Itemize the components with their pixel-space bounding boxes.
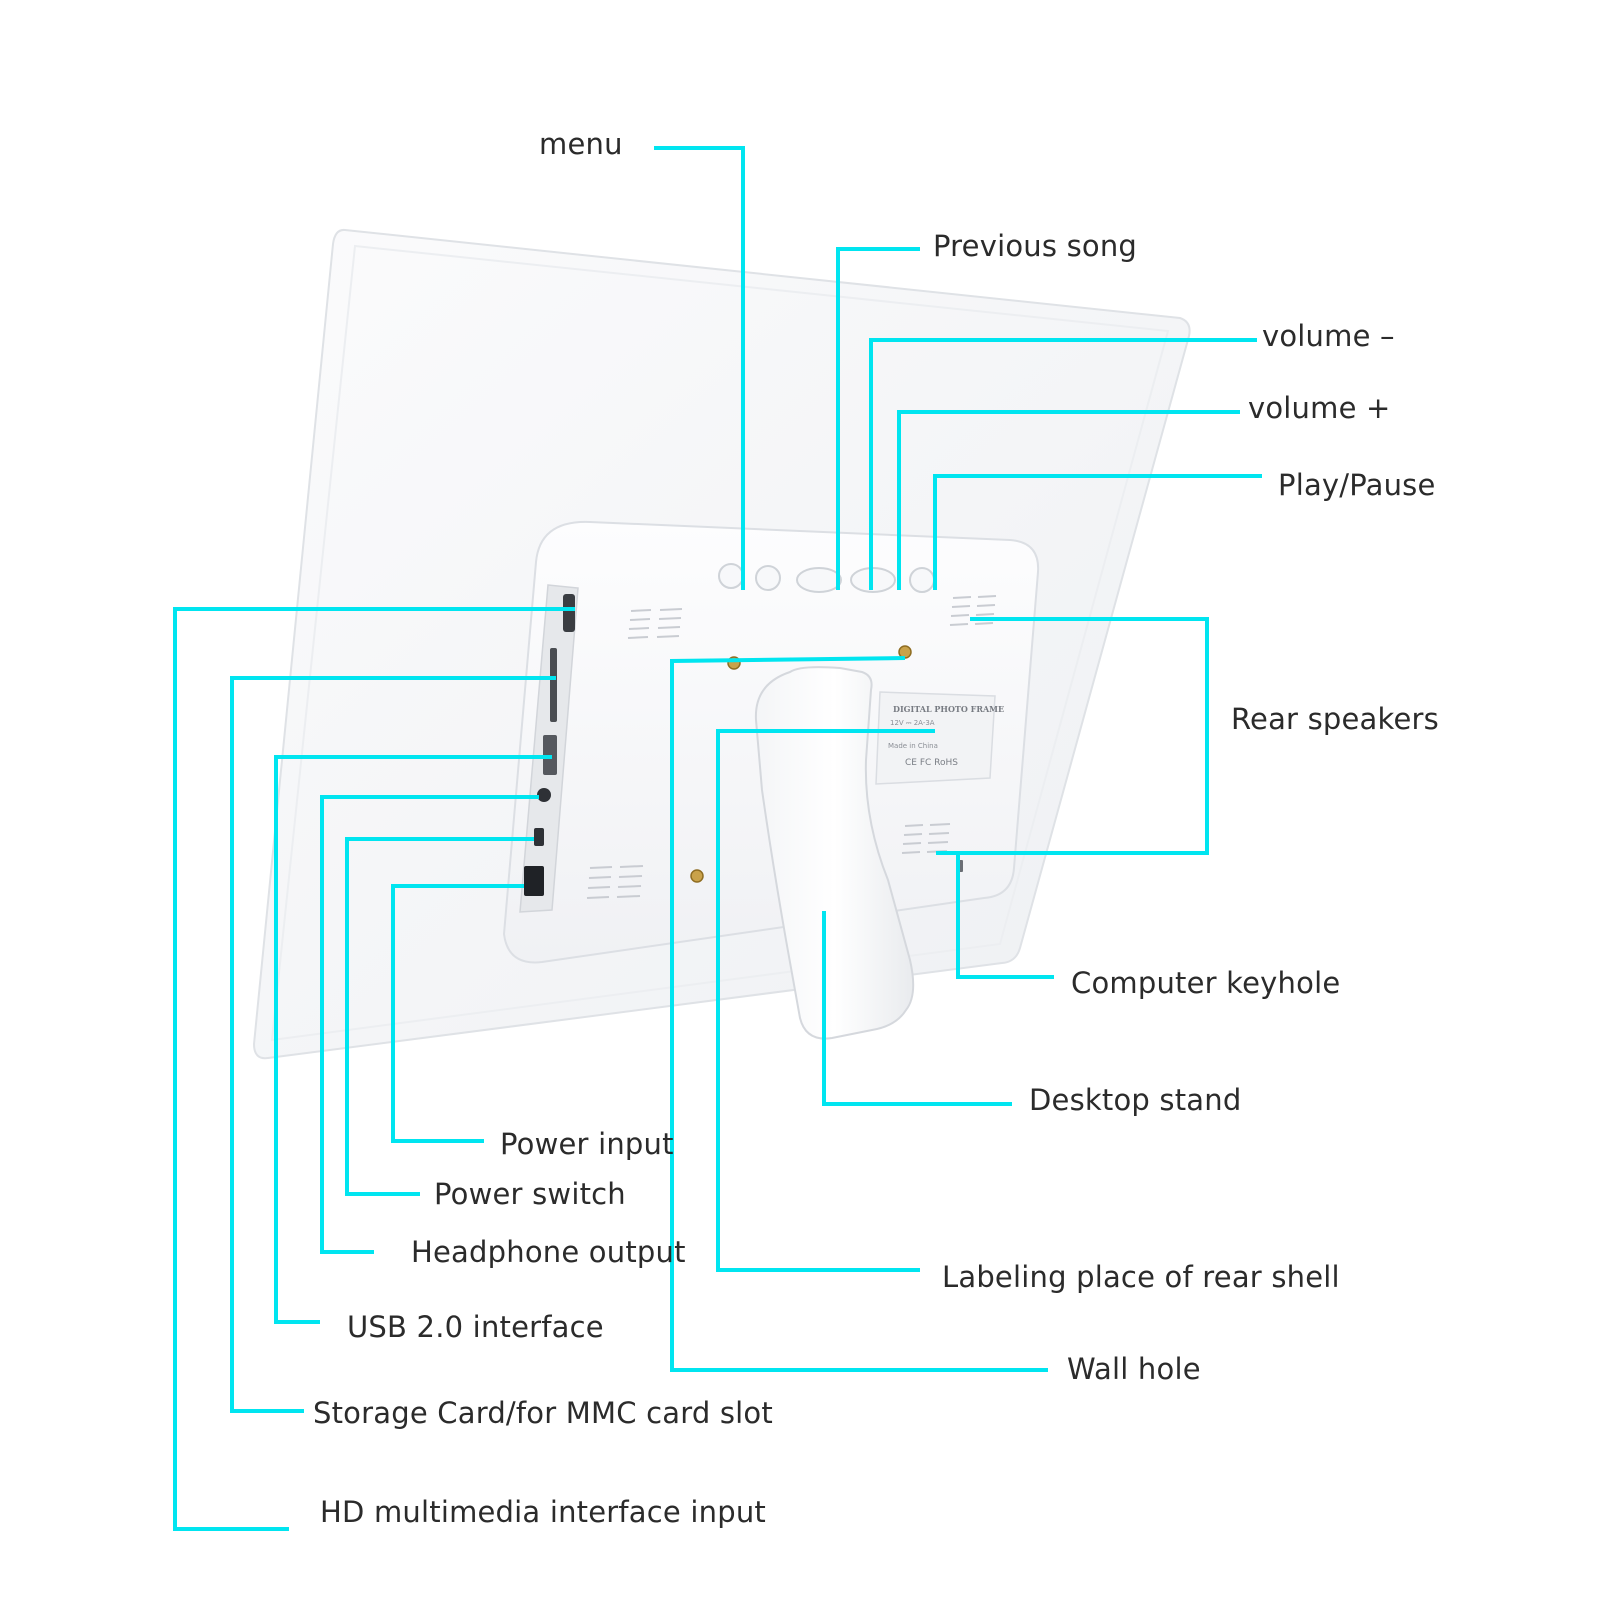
card-slot [550,648,557,722]
leader-previous-song [836,247,920,590]
power-input-part [524,866,544,896]
callout-computer-keyhole: Computer keyhole [1071,966,1341,1000]
speaker-grille-top-left [627,608,683,639]
leader-volume-plus [897,410,1240,590]
leader-storage-card [230,676,556,1413]
speaker-grille-top-right [949,595,997,626]
leader-menu [654,146,745,590]
power-switch-part [534,828,544,846]
rating-sticker: DIGITAL PHOTO FRAME 12V ⎓ 2A-3A Made in … [875,691,1004,785]
previous-button [796,567,842,593]
callout-storage-card: Storage Card/for MMC card slot [313,1396,773,1430]
play-pause-button [909,567,935,593]
leader-power-input [391,884,524,1143]
desktop-stand [754,666,915,1040]
sticker-title: DIGITAL PHOTO FRAME [893,704,1004,714]
top-button-row [718,563,935,593]
leader-play-pause [933,474,1262,590]
leader-volume-minus [869,338,1257,590]
callout-volume-minus: volume – [1262,319,1395,353]
frame-inner-edge [270,244,1170,1042]
hd-port [563,594,575,632]
leader-usb-interface [274,755,552,1324]
callout-desktop-stand: Desktop stand [1029,1083,1242,1117]
callout-power-input: Power input [500,1127,674,1161]
leader-headphone-output [320,795,539,1254]
leader-lines [173,146,1262,1531]
menu-button [718,563,744,589]
sticker-origin: Made in China [888,742,938,750]
wall-hole-screw-3 [690,869,704,883]
sticker-rating: 12V ⎓ 2A-3A [890,719,935,727]
button-2 [755,565,781,591]
leader-desktop-stand [822,911,1012,1106]
leader-rear-speakers [936,617,1209,855]
callout-volume-plus: volume + [1248,391,1391,425]
leader-labeling-place [716,729,935,1272]
sticker-certs: CE FC RoHS [905,758,958,768]
leader-wall-hole [670,656,1048,1372]
callout-menu: menu [539,127,623,161]
leader-computer-keyhole [956,853,1054,979]
leader-hd-input [173,607,575,1531]
callout-labeling-place: Labeling place of rear shell [942,1260,1340,1294]
callout-usb-interface: USB 2.0 interface [347,1310,604,1344]
callout-power-switch: Power switch [434,1177,626,1211]
callout-rear-speakers: Rear speakers [1231,702,1439,736]
headphone-jack [537,788,551,802]
callout-previous-song: Previous song [933,229,1138,263]
callout-headphone-output: Headphone output [411,1235,686,1269]
callout-wall-hole: Wall hole [1067,1352,1201,1386]
speaker-grille-bottom-left [586,865,644,899]
callout-play-pause: Play/Pause [1278,468,1436,502]
leader-power-switch [345,837,534,1196]
callout-hd-input: HD multimedia interface input [320,1495,766,1529]
